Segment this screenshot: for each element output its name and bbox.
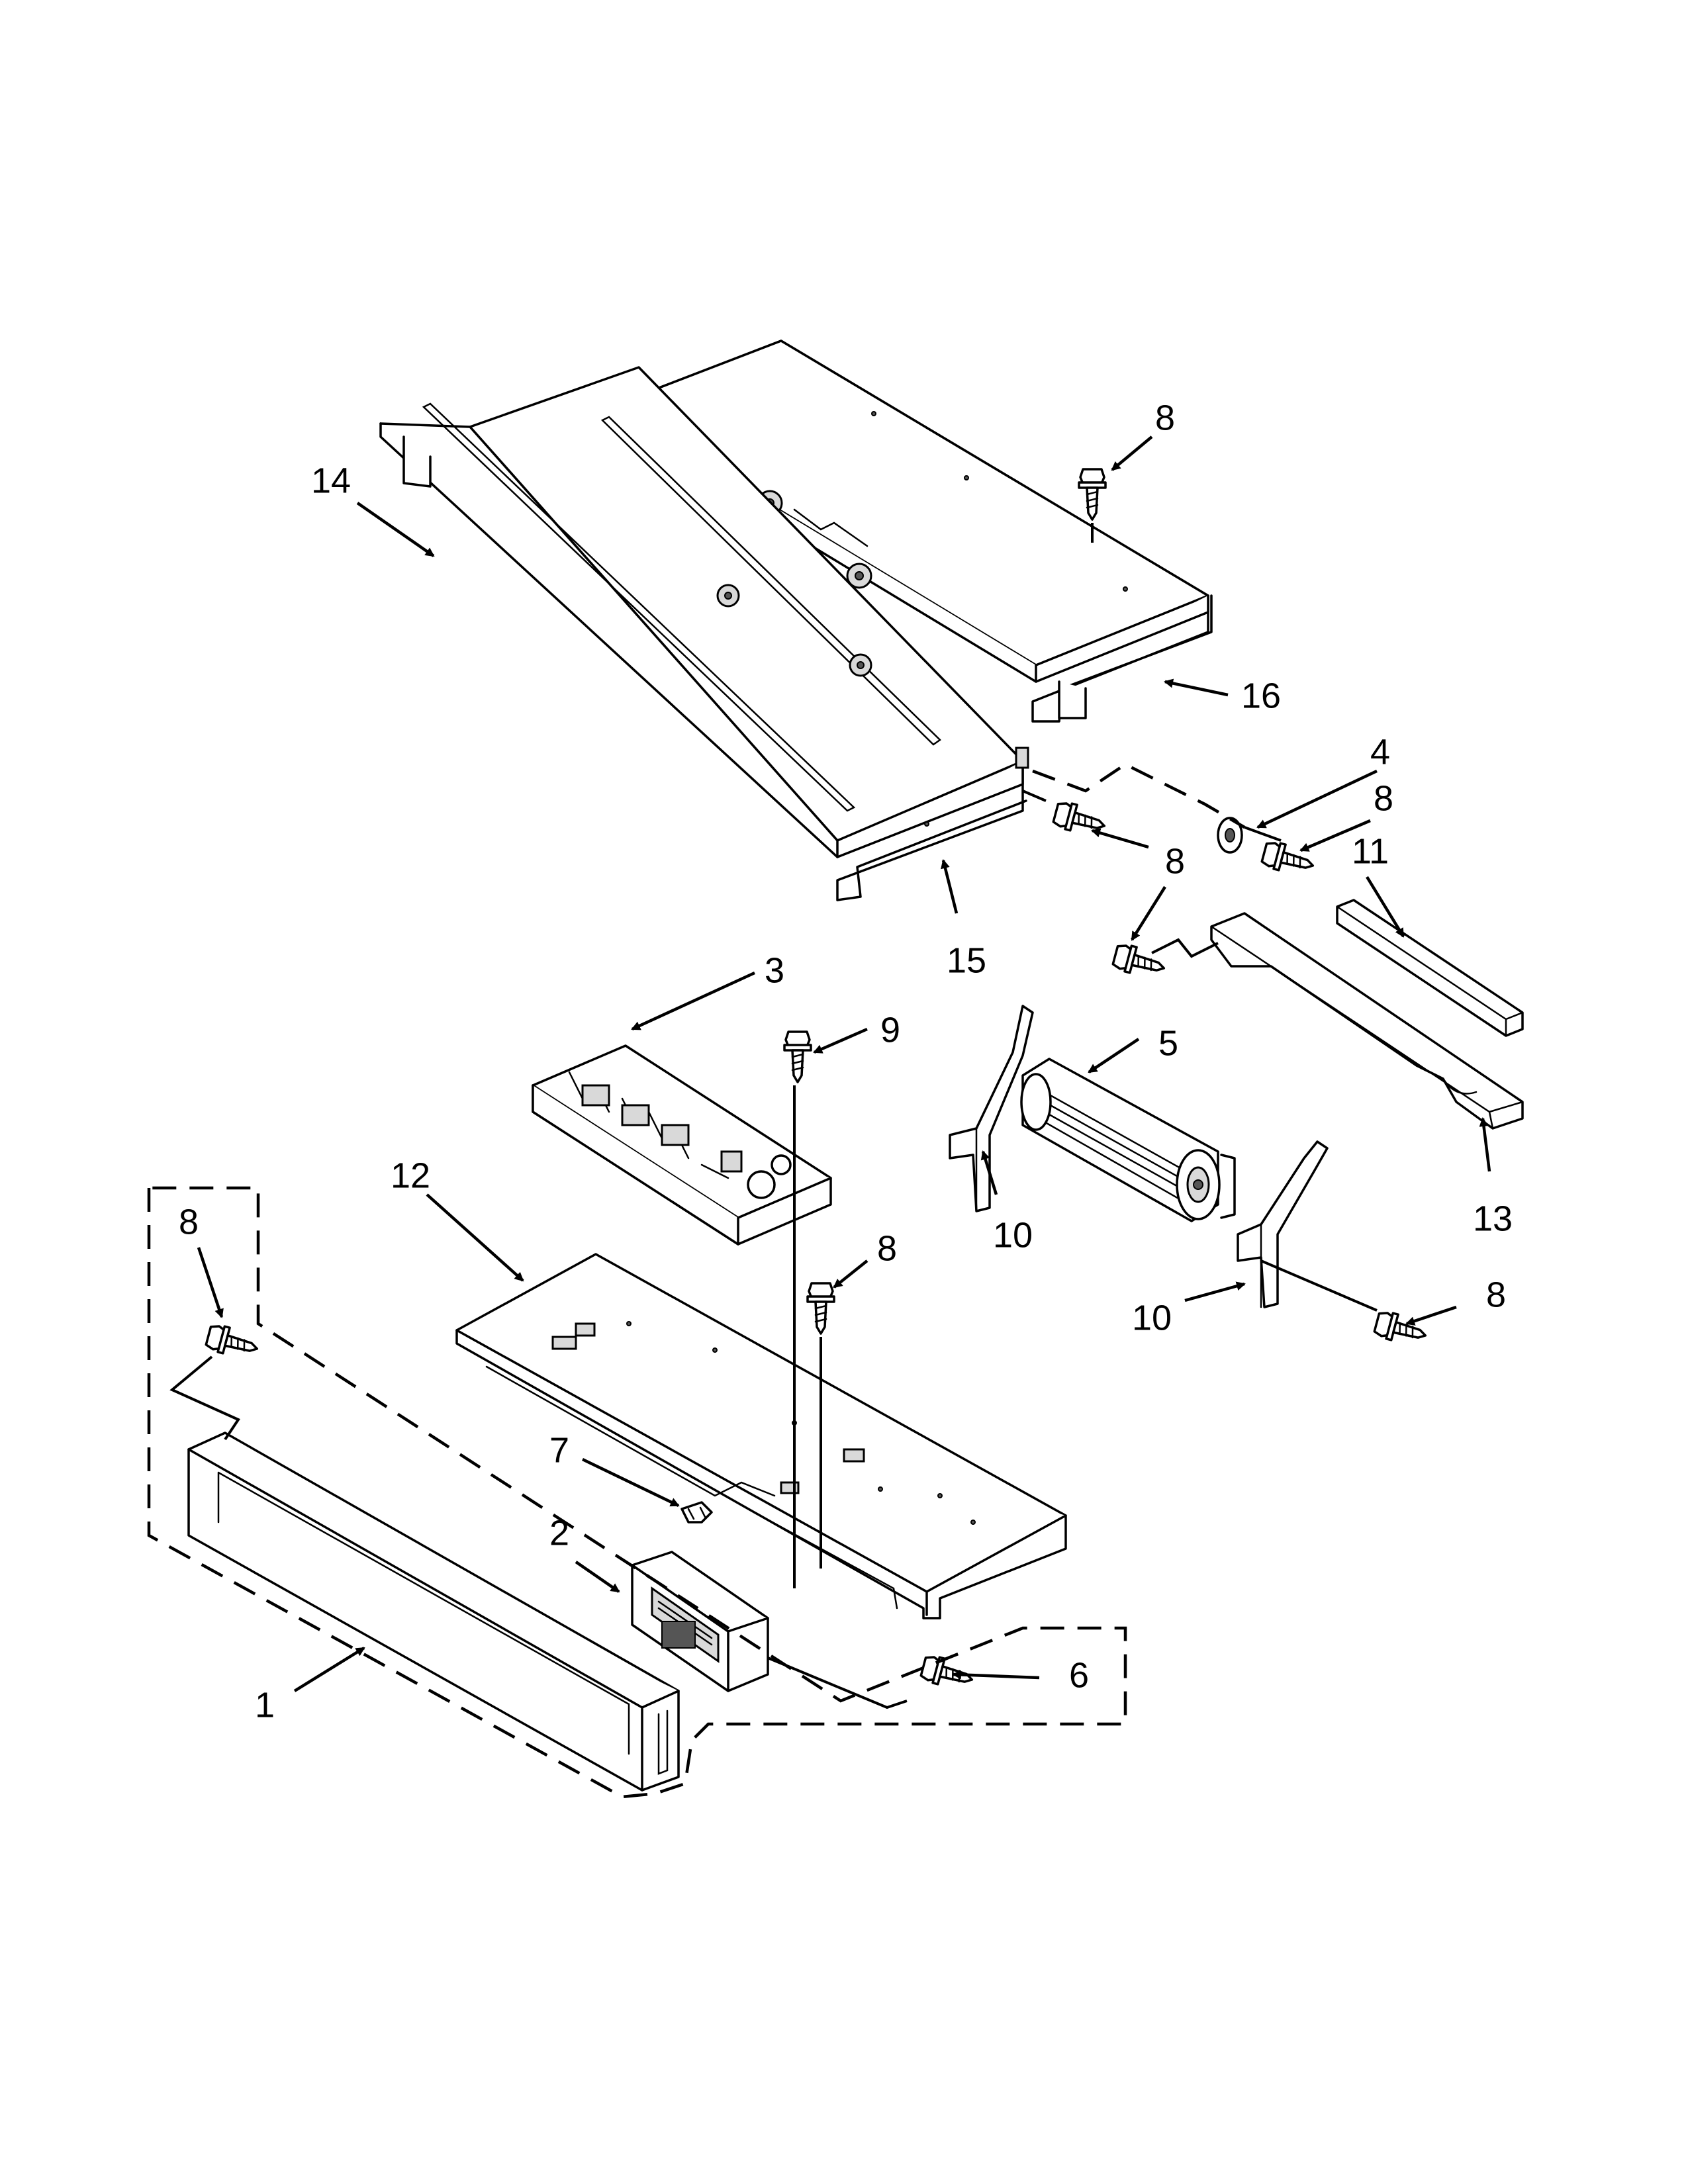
part-15-main-panel [379,366,1029,901]
part-12-lower-panel [455,1253,1067,1619]
callout-9: 9 [880,1010,900,1050]
callout-8-right: 8 [1486,1275,1506,1314]
part-5-blower-fan [1020,1058,1236,1222]
callout-11: 11 [1352,831,1389,871]
callout-8-lower: 8 [877,1228,897,1268]
dashed-group-outline [147,762,1246,1799]
callout-3: 3 [765,950,784,990]
screw-9 [783,1030,812,1083]
callout-13: 13 [1473,1199,1513,1238]
callout-16: 16 [1241,676,1281,715]
callout-15: 15 [947,940,986,980]
callout-1: 1 [255,1685,275,1725]
callout-labels: 1 2 3 4 5 6 7 8 8 8 8 8 8 8 9 10 10 11 1… [179,398,1513,1725]
screw-8-top [1078,468,1107,521]
callout-8-left: 8 [179,1202,199,1242]
screw-8-lower [806,1282,835,1335]
callout-4: 4 [1370,732,1390,772]
lead-lines [169,523,1378,1709]
callout-8-washer: 8 [1374,778,1393,818]
part-10-bracket-left [949,1005,1034,1212]
part-2-display-board [631,1551,769,1692]
part-13-bracket [1210,912,1524,1130]
part-1-control-panel [187,1432,680,1792]
callout-14: 14 [311,461,351,500]
callout-10-upper: 10 [993,1215,1033,1255]
part-3-control-board [532,1044,832,1246]
callout-arrows [197,435,1491,1692]
callout-8-top: 8 [1155,398,1175,437]
part-7-clip [680,1501,713,1524]
screw-8-washer [1259,839,1318,880]
part-4-washer [1217,817,1243,854]
screw-8-right [1372,1308,1430,1350]
screw-8-left [203,1322,262,1363]
callout-8-panel: 8 [1165,841,1185,881]
callout-6: 6 [1069,1655,1089,1695]
callout-2: 2 [549,1513,569,1553]
part-11-strip [1336,899,1524,1037]
callout-12: 12 [391,1156,430,1195]
part-10-bracket-right [1237,1140,1329,1308]
callout-5: 5 [1158,1023,1178,1063]
callout-7: 7 [549,1430,569,1470]
callout-10-lower: 10 [1132,1298,1172,1338]
